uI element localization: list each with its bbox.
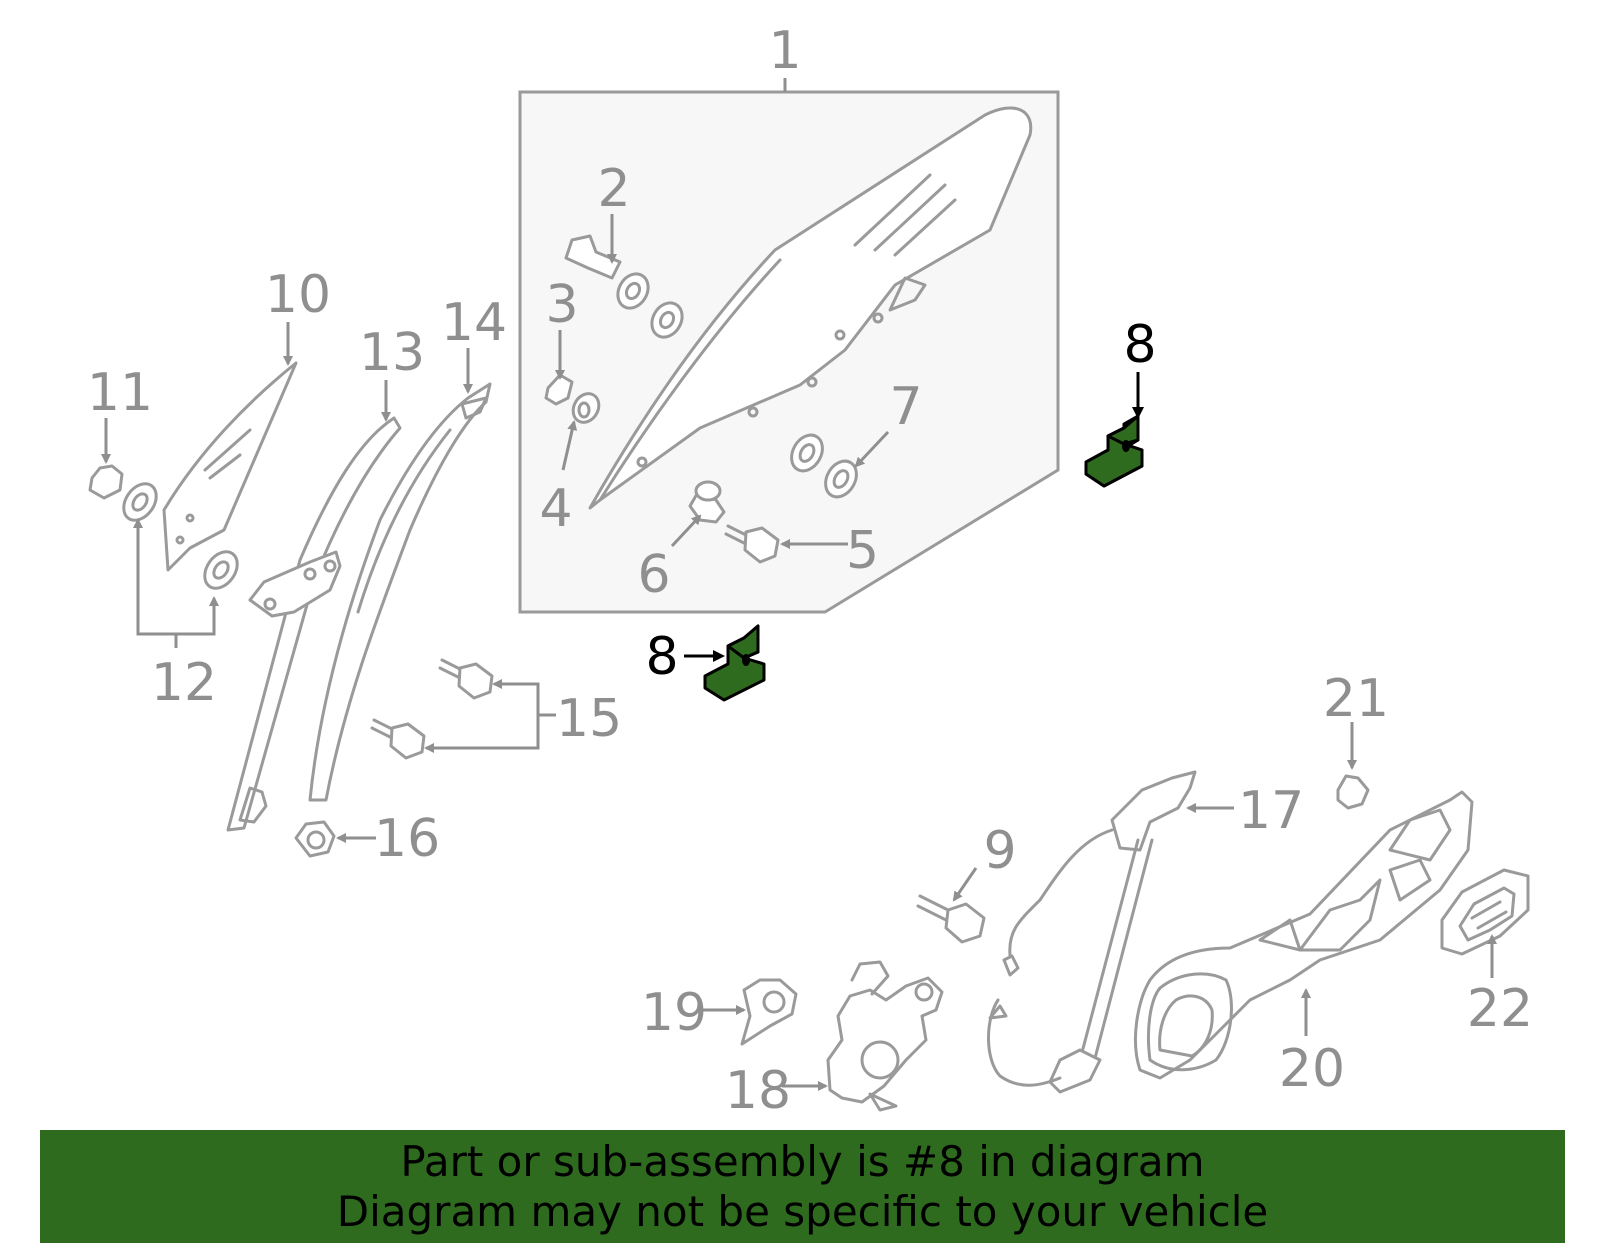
callout-11: 11: [87, 363, 153, 423]
highlighted-part-8-lower: [703, 624, 766, 702]
adapter-19: [740, 978, 798, 1046]
callout-21: 21: [1323, 669, 1389, 729]
callout-19: 19: [641, 983, 707, 1043]
callout-1: 1: [768, 21, 801, 81]
callout-17: 17: [1238, 781, 1304, 841]
callout-13: 13: [359, 323, 425, 383]
callout-10: 10: [265, 265, 331, 325]
callout-20: 20: [1279, 1039, 1345, 1099]
clip-21: [1336, 774, 1370, 810]
callout-5: 5: [846, 521, 879, 581]
quarter-glass-10: [162, 361, 298, 572]
door-glass: [588, 106, 1033, 510]
bolts-15: [370, 658, 494, 760]
regulator-17: [987, 770, 1197, 1094]
clip-11: [88, 464, 124, 500]
callout-3: 3: [545, 275, 578, 335]
banner-line-2: Diagram may not be specific to your vehi…: [336, 1186, 1269, 1236]
callout-12: 12: [151, 653, 217, 713]
callout-6: 6: [637, 545, 670, 605]
callout-16: 16: [374, 809, 440, 869]
callout-7: 7: [889, 377, 922, 437]
bolt-9: [916, 894, 986, 944]
washers-12: [122, 482, 239, 590]
info-banner: Part or sub-assembly is #8 in diagram Di…: [40, 1130, 1565, 1243]
channel-13: [226, 416, 402, 832]
callout-9: 9: [983, 821, 1016, 881]
nut-16: [294, 820, 336, 858]
housing-22: [1440, 868, 1530, 956]
callout-8-upper: 8: [1123, 315, 1156, 375]
callout-18: 18: [725, 1061, 791, 1121]
callout-8-lower: 8: [645, 627, 678, 687]
callout-14: 14: [441, 293, 507, 353]
callout-2: 2: [597, 159, 630, 219]
washers-7: [790, 433, 858, 499]
door-panel-20: [1133, 790, 1474, 1080]
channel-14: [308, 382, 492, 802]
bolt-5: [724, 524, 780, 564]
callout-22: 22: [1467, 979, 1533, 1039]
callout-4: 4: [539, 479, 572, 539]
banner-line-1: Part or sub-assembly is #8 in diagram: [400, 1136, 1205, 1186]
bolt-2: [564, 234, 684, 339]
callout-15: 15: [556, 689, 622, 749]
highlighted-part-8-upper: [1084, 414, 1144, 488]
motor-18: [826, 960, 944, 1112]
